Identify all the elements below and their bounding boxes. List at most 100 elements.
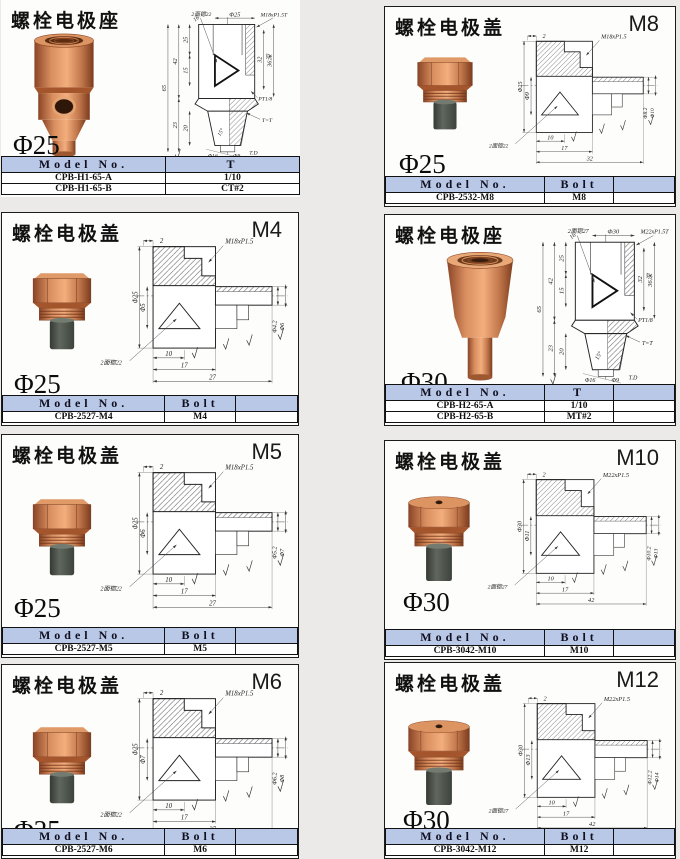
- spec-header-row: Model No.Bolt: [1, 395, 298, 412]
- dimension-label: 2面锪27: [568, 227, 590, 235]
- diameter-label: Φ25: [399, 149, 446, 179]
- product-photo: [24, 497, 100, 585]
- product-title: 螺栓电极座: [395, 226, 506, 247]
- spec-header-cell: Bolt: [164, 627, 237, 644]
- spec-header-cell: [235, 828, 298, 845]
- model-number-cell: CPB-H1-65-A: [1, 172, 166, 184]
- dimension-label: 17: [561, 146, 568, 152]
- dimension-label: 27: [209, 600, 216, 607]
- dimension-label: Φ16: [585, 378, 596, 384]
- spec-header-cell: [613, 629, 675, 646]
- dimension-label: Φ14: [654, 772, 660, 782]
- product-panel: 螺栓电极座 Φ25 65 42 23 25 15 20 2面锪22 16 Φ2: [1, 0, 301, 197]
- spec-header-cell: T: [543, 384, 615, 401]
- dimension-label: 16: [192, 15, 200, 23]
- dimension-label: 32: [257, 56, 264, 64]
- dimension-label: 2: [160, 238, 164, 245]
- product-panel: 螺栓电极盖 M10 Φ30 2 M22xP1.5 Φ30 Φ11 Φ10.2: [384, 440, 676, 660]
- technical-drawing: 2 M22xP1.5 Φ30 Φ11 Φ10.2 Φ13 10 17 42 2面…: [475, 467, 675, 613]
- technical-drawing: 2 M18xP1.5 Φ25 Φ7 Φ6.2 Φ8 10 17 27 2面锪22: [92, 685, 298, 843]
- dimension-label: 65: [161, 85, 168, 91]
- spec-value-cell: [235, 844, 298, 856]
- spec-value-cell: M5: [164, 643, 237, 655]
- dimension-label: Φ25: [132, 517, 139, 530]
- dimension-label: 17: [563, 810, 570, 817]
- dimension-label: T=T: [642, 341, 653, 347]
- spec-header-cell: [613, 828, 675, 845]
- dimension-label: 2面锪22: [191, 11, 211, 18]
- dimension-label: Φ30: [518, 744, 525, 756]
- thread-size-label: M10: [616, 445, 659, 470]
- dimension-label: 16: [569, 232, 577, 240]
- dimension-label: 2面锪27: [488, 584, 509, 591]
- dimension-label: 27: [209, 374, 216, 381]
- dimension-label: 32: [586, 156, 593, 162]
- spec-header-row: Model No.Bolt: [385, 629, 675, 646]
- product-panel: 螺栓电极盖 M5 Φ25 2 M18xP1.5 Φ25 Φ6 Φ5.2 Φ7: [1, 434, 299, 658]
- product-panel: 螺栓电极座 Φ30 65 42 23 25 15 20 2面锪27 16 Φ30…: [384, 214, 676, 426]
- model-number-cell: CPB-2532-M8: [385, 192, 545, 204]
- product-title: 螺栓电极盖: [12, 446, 123, 467]
- dimension-label: M22xP1.5: [602, 472, 629, 479]
- dimension-label: 2: [544, 695, 548, 702]
- dimension-label: Φ10.2: [646, 546, 652, 560]
- spec-header-cell: [235, 627, 298, 644]
- product-panel: 螺栓电极盖 M6 Φ25 2 M18xP1.5 Φ25 Φ7 Φ6.2 Φ8: [1, 664, 299, 859]
- dimension-label: Φ30: [608, 229, 620, 236]
- spec-value-cell: M6: [164, 844, 237, 856]
- dimension-label: 15: [559, 287, 566, 294]
- dimension-label: 10: [165, 803, 172, 810]
- diameter-label: Φ30: [403, 587, 450, 617]
- dimension-label: 36深: [646, 272, 654, 288]
- product-title: 螺栓电极座: [11, 11, 122, 32]
- spec-header-cell: T: [164, 156, 301, 173]
- product-photo: [13, 32, 115, 158]
- dimension-label: Φ5: [140, 303, 147, 312]
- dimension-label: 42: [588, 597, 595, 604]
- technical-drawing: 2 M22xP1.5 Φ30 Φ13 Φ12.2 Φ14 10 17 42 2面…: [477, 691, 675, 837]
- spec-header-row: Model No.Bolt: [1, 627, 298, 644]
- dimension-label: 23: [172, 122, 179, 128]
- model-number-cell: CPB-2527-M4: [1, 411, 166, 423]
- dimension-label: M18xP1.5: [224, 465, 254, 472]
- dimension-label: 2面锪22: [100, 585, 121, 593]
- dimension-label: Φ6.2: [272, 772, 278, 784]
- dimension-label: Φ7: [140, 755, 147, 764]
- dimension-label: 10: [547, 135, 553, 141]
- spec-value-cell: [613, 411, 675, 423]
- dimension-label: 10: [548, 576, 555, 583]
- model-number-cell: CPB-2527-M6: [1, 844, 166, 856]
- product-photo: [431, 249, 529, 383]
- spec-header-cell: Bolt: [543, 176, 615, 193]
- dimension-label: Φ13: [525, 754, 532, 765]
- dimension-label: Φ9: [525, 92, 531, 100]
- spec-value-cell: M4: [164, 411, 237, 423]
- dimension-label: Φ8.2: [643, 107, 649, 118]
- dimension-label: T=T: [262, 118, 273, 124]
- diameter-label: Φ25: [13, 130, 60, 160]
- dimension-label: 17: [181, 589, 188, 596]
- product-photo: [409, 55, 481, 139]
- technical-drawing: 65 42 23 25 15 20 2面锪22 16 Φ25 M18xP1.5T…: [113, 10, 297, 160]
- spec-header-cell: Model No.: [1, 156, 166, 173]
- diameter-label: Φ25: [14, 593, 61, 623]
- dimension-label: 36深: [266, 53, 274, 68]
- spec-header-cell: Model No.: [1, 828, 166, 845]
- dimension-label: Φ25: [229, 11, 240, 18]
- spec-value-cell: M12: [543, 844, 615, 856]
- dimension-label: 17: [562, 586, 569, 593]
